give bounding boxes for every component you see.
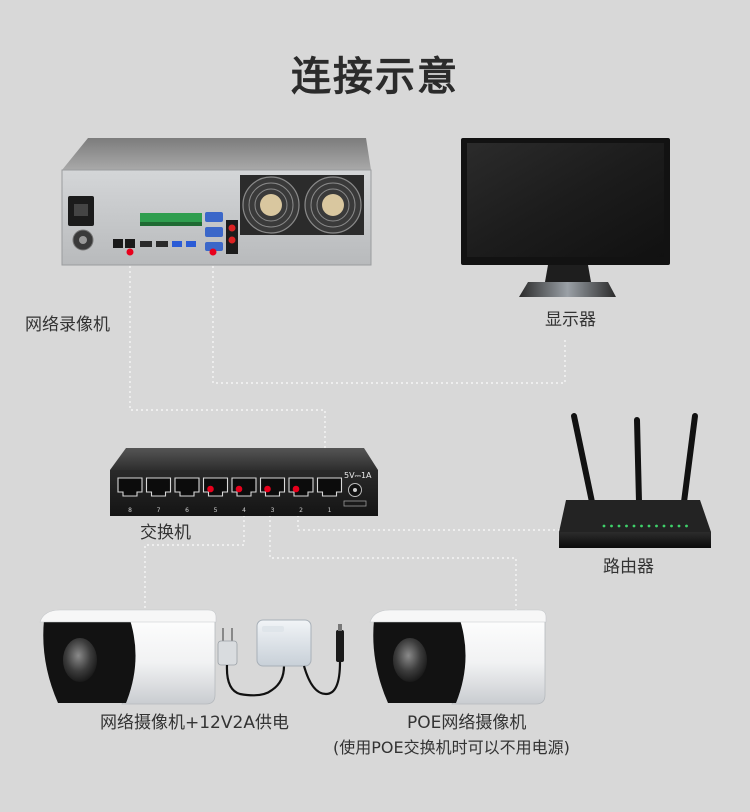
nvr-vga-port [205,227,223,237]
switch-port-marker [207,485,214,493]
switch-top-surface [110,448,378,470]
router-antenna [571,413,595,505]
ac-plug-icon [217,640,238,666]
nvr-hdmi-port [205,242,223,251]
switch-rj45-port [316,477,343,497]
switch-power-rating: 5V⎓1A [344,471,372,480]
router-led [617,524,621,528]
port-number: 4 [242,507,246,514]
switch-port-numbers: 8 7 6 5 4 3 2 1 [128,507,332,514]
switch-port-marker [264,485,271,493]
nvr-fan-right [302,175,364,235]
router-led [610,524,613,528]
switch-rj45-port [117,477,143,497]
port-number: 2 [299,507,303,514]
monitor-label: 显示器 [545,310,596,330]
port-number: 5 [214,507,218,514]
camera-12v-device [39,609,217,705]
ac-cord [225,664,286,697]
wire-nvr-to-switch [129,256,326,456]
nvr-io-ports [113,239,196,248]
camera-lens-icon [393,638,427,682]
camera-poe-note: (使用POE交换机时可以不用电源) [333,738,570,757]
port-number: 1 [328,507,332,514]
connection-wires [129,256,566,612]
port-number: 7 [157,507,161,514]
router-antenna [681,413,698,505]
nvr-vga-port [205,212,223,222]
camera-poe-label: POE网络摄像机 [407,713,526,733]
dc-barrel-connector [336,630,344,662]
wire-nvr-to-monitor [212,256,566,384]
camera-lens-icon [63,638,97,682]
port-number: 3 [271,507,275,514]
switch-label: 交换机 [140,523,191,543]
switch-port-marker [235,485,243,493]
monitor-screen [467,143,664,257]
router-led [625,524,628,528]
switch-rj45-port [174,477,200,497]
port-number: 8 [128,507,132,514]
router-led [602,524,606,528]
router-status-leds [602,524,688,528]
camera-sunshield [39,609,217,623]
page-title: 连接示意 [291,54,459,100]
router-top-surface [559,500,711,532]
monitor-device [461,138,670,297]
switch-device: 8 7 6 5 4 3 2 1 5V⎓1A [110,448,378,516]
router-led [677,524,681,528]
wire-switch-to-router [297,505,560,531]
camera-12v-label: 网络摄像机+12V2A供电 [100,713,289,733]
router-led [662,524,666,528]
dc-output-cord [302,661,342,696]
nvr-label: 网络录像机 [25,315,110,335]
router-led [655,524,658,528]
router-label: 路由器 [603,557,654,577]
nvr-video-port-marker [209,248,217,256]
nvr-network-port-marker [126,248,134,256]
port-number: 6 [185,507,189,514]
router-led [640,524,643,528]
switch-port-marker [292,485,300,493]
camera-sunshield [369,609,547,623]
router-front-panel [559,532,711,548]
router-led [685,524,688,528]
router-led [647,524,651,528]
wire-switch-to-camera-12v [144,505,245,612]
router-led [670,524,673,528]
router-device [559,413,711,548]
nvr-top-surface [62,138,371,170]
monitor-stand-base [519,282,616,297]
wire-switch-to-camera-poe [269,505,517,612]
switch-rj45-port [145,477,172,497]
camera-poe-device [369,609,547,705]
switch-ports [117,477,343,497]
nvr-device [61,138,372,266]
nvr-fan-left [240,175,302,235]
nvr-terminal-block [140,213,202,223]
router-led [632,524,636,528]
monitor-stand-neck [545,265,591,282]
router-antenna [634,417,642,505]
power-adapter [217,619,344,697]
